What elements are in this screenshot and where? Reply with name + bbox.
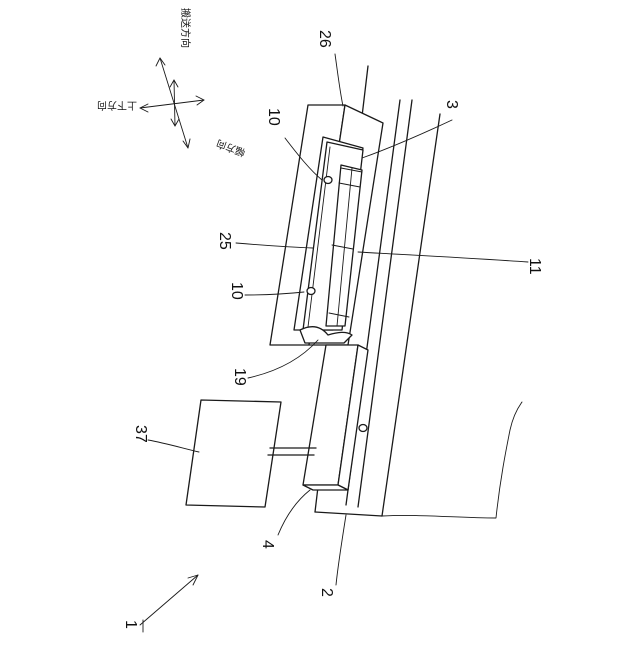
chute-knob: [359, 425, 367, 432]
chute-assembly: [303, 345, 368, 490]
conveyance-arrow-head: [156, 58, 165, 66]
label-2: 2: [318, 588, 335, 597]
leader-1: [140, 575, 198, 625]
conveyance-direction-label: 搬送方向: [179, 8, 192, 48]
leader-26: [335, 54, 343, 106]
vertical-axis-line: [140, 100, 204, 108]
vertical-direction-label: 上下方向: [97, 99, 137, 112]
label-37: 37: [132, 425, 149, 443]
width-axis-line: [174, 80, 175, 126]
leader-11: [358, 252, 528, 262]
direction-indicator: 搬送方向 上下方向 幅方向: [97, 8, 247, 159]
label-25: 25: [216, 232, 233, 250]
label-10-upper: 10: [265, 108, 282, 126]
conveyance-axis-line: [160, 58, 188, 148]
leader-4: [278, 490, 310, 535]
conveyor-cutaway: [382, 402, 522, 518]
width-direction-label: 幅方向: [214, 137, 247, 159]
label-10-lower: 10: [228, 282, 245, 300]
lower-tray-knob: [307, 288, 315, 295]
leader-19: [248, 340, 318, 378]
leader-37: [148, 440, 199, 452]
upper-tray-knob: [324, 177, 332, 184]
label-26: 26: [316, 30, 333, 48]
label-1: 1: [122, 620, 139, 629]
monitor-screen: [186, 400, 281, 507]
label-11: 11: [526, 258, 543, 275]
label-4: 4: [259, 540, 276, 549]
conveyor-end-edge: [315, 512, 382, 516]
label-19: 19: [231, 368, 248, 386]
label-3: 3: [443, 100, 460, 109]
leader-2: [336, 515, 346, 585]
monitor-assembly: [186, 400, 316, 507]
